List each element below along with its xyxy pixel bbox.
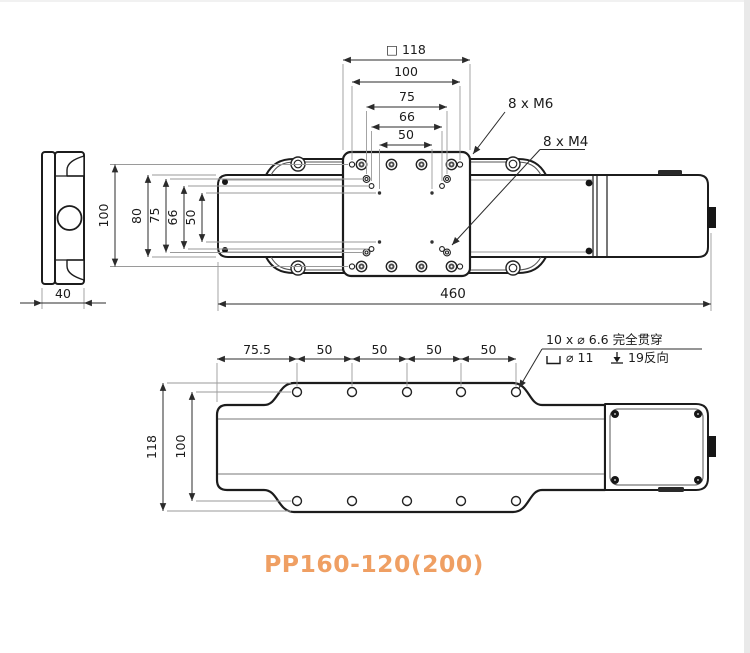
dim-label-66: 66 bbox=[399, 109, 415, 124]
motor-top-tab bbox=[658, 170, 682, 175]
dim-label-v75: 75 bbox=[147, 208, 162, 224]
dim-label-50b: 50 bbox=[372, 342, 388, 357]
motor-cover-screws bbox=[611, 410, 702, 484]
dim-label-v118: 118 bbox=[144, 435, 159, 459]
end-plate-screw bbox=[222, 247, 228, 253]
bottom-view-top-chain: 75.5 50 50 50 50 bbox=[216, 342, 517, 363]
m6-hole-row-top bbox=[355, 158, 458, 171]
base-plate-outline bbox=[215, 381, 607, 514]
dim-label-100: 100 bbox=[394, 64, 418, 79]
callout-m4: 8 x M4 bbox=[451, 134, 588, 246]
motor-connector bbox=[707, 207, 716, 228]
dim-label-v50: 50 bbox=[183, 210, 198, 226]
left-dimension-chain: 100 80 75 66 50 bbox=[96, 164, 206, 267]
dim-label-v100b: 100 bbox=[173, 435, 188, 459]
dim-label-50: 50 bbox=[398, 127, 414, 142]
overall-length-dimension: 460 bbox=[217, 233, 712, 311]
motor-housing bbox=[604, 403, 709, 491]
dim-label-50c: 50 bbox=[426, 342, 442, 357]
callout-m6-label: 8 x M6 bbox=[508, 96, 553, 112]
bottom-view: 75.5 50 50 50 50 118 100 10 x ⌀ 6.6 完全贯穿… bbox=[144, 332, 716, 514]
page-top-strip bbox=[0, 0, 750, 2]
bottom-view-extension-lines bbox=[167, 363, 517, 512]
top-chain-extension-lines bbox=[342, 64, 471, 189]
hole-note-counterbore-size: ⌀ 11 bbox=[566, 350, 593, 365]
side-view-width-dimension: 40 bbox=[20, 286, 106, 309]
side-view-top-groove bbox=[66, 155, 85, 177]
dim-label-v66: 66 bbox=[165, 210, 180, 226]
model-title: PP160-120(200) bbox=[264, 550, 484, 578]
side-view-bore-hole bbox=[56, 205, 83, 231]
side-view: 40 bbox=[20, 151, 106, 309]
callout-m6: 8 x M6 bbox=[472, 96, 553, 155]
hole-note-line1: 10 x ⌀ 6.6 完全贯穿 bbox=[546, 332, 663, 347]
top-dimension-chain: □ 118 100 75 66 50 bbox=[342, 42, 471, 149]
carriage-m4-holes bbox=[348, 161, 464, 270]
dim-label-40: 40 bbox=[55, 286, 71, 301]
dim-label-75p5: 75.5 bbox=[243, 342, 271, 357]
carriage-plate bbox=[341, 150, 472, 278]
dim-label-v80: 80 bbox=[129, 208, 144, 224]
motor-bottom-tab bbox=[658, 487, 684, 492]
dim-label-118sq: □ 118 bbox=[386, 42, 426, 57]
side-view-base-plate bbox=[41, 151, 56, 285]
bottom-view-left-chain: 118 100 bbox=[144, 382, 196, 512]
dim-label-75: 75 bbox=[399, 89, 415, 104]
side-view-bottom-groove bbox=[66, 259, 85, 281]
dim-label-50a: 50 bbox=[317, 342, 333, 357]
hole-note: 10 x ⌀ 6.6 完全贯穿 ⌀ 11 19反向 bbox=[518, 332, 702, 389]
motor-connector-bottom bbox=[707, 436, 716, 457]
flange-screw bbox=[585, 247, 593, 255]
through-holes bbox=[291, 386, 522, 507]
counterbore-icon bbox=[546, 356, 561, 365]
hole-note-leader bbox=[518, 348, 543, 389]
end-plate-screw bbox=[222, 179, 228, 185]
left-chain-extension-lines bbox=[110, 164, 376, 267]
hole-note-depth-text: 19反向 bbox=[628, 350, 669, 365]
carriage-m6-holes bbox=[355, 158, 458, 273]
page-edge-strip bbox=[744, 0, 750, 653]
m6-hole-row-bottom bbox=[355, 260, 458, 273]
dim-label-v100: 100 bbox=[96, 204, 111, 228]
dim-label-460: 460 bbox=[440, 286, 466, 302]
top-view: □ 118 100 75 66 50 100 80 75 6 bbox=[96, 42, 716, 311]
depth-icon bbox=[611, 352, 623, 364]
flange-screw bbox=[585, 179, 593, 187]
dim-label-50d: 50 bbox=[481, 342, 497, 357]
callout-m4-label: 8 x M4 bbox=[543, 134, 588, 150]
